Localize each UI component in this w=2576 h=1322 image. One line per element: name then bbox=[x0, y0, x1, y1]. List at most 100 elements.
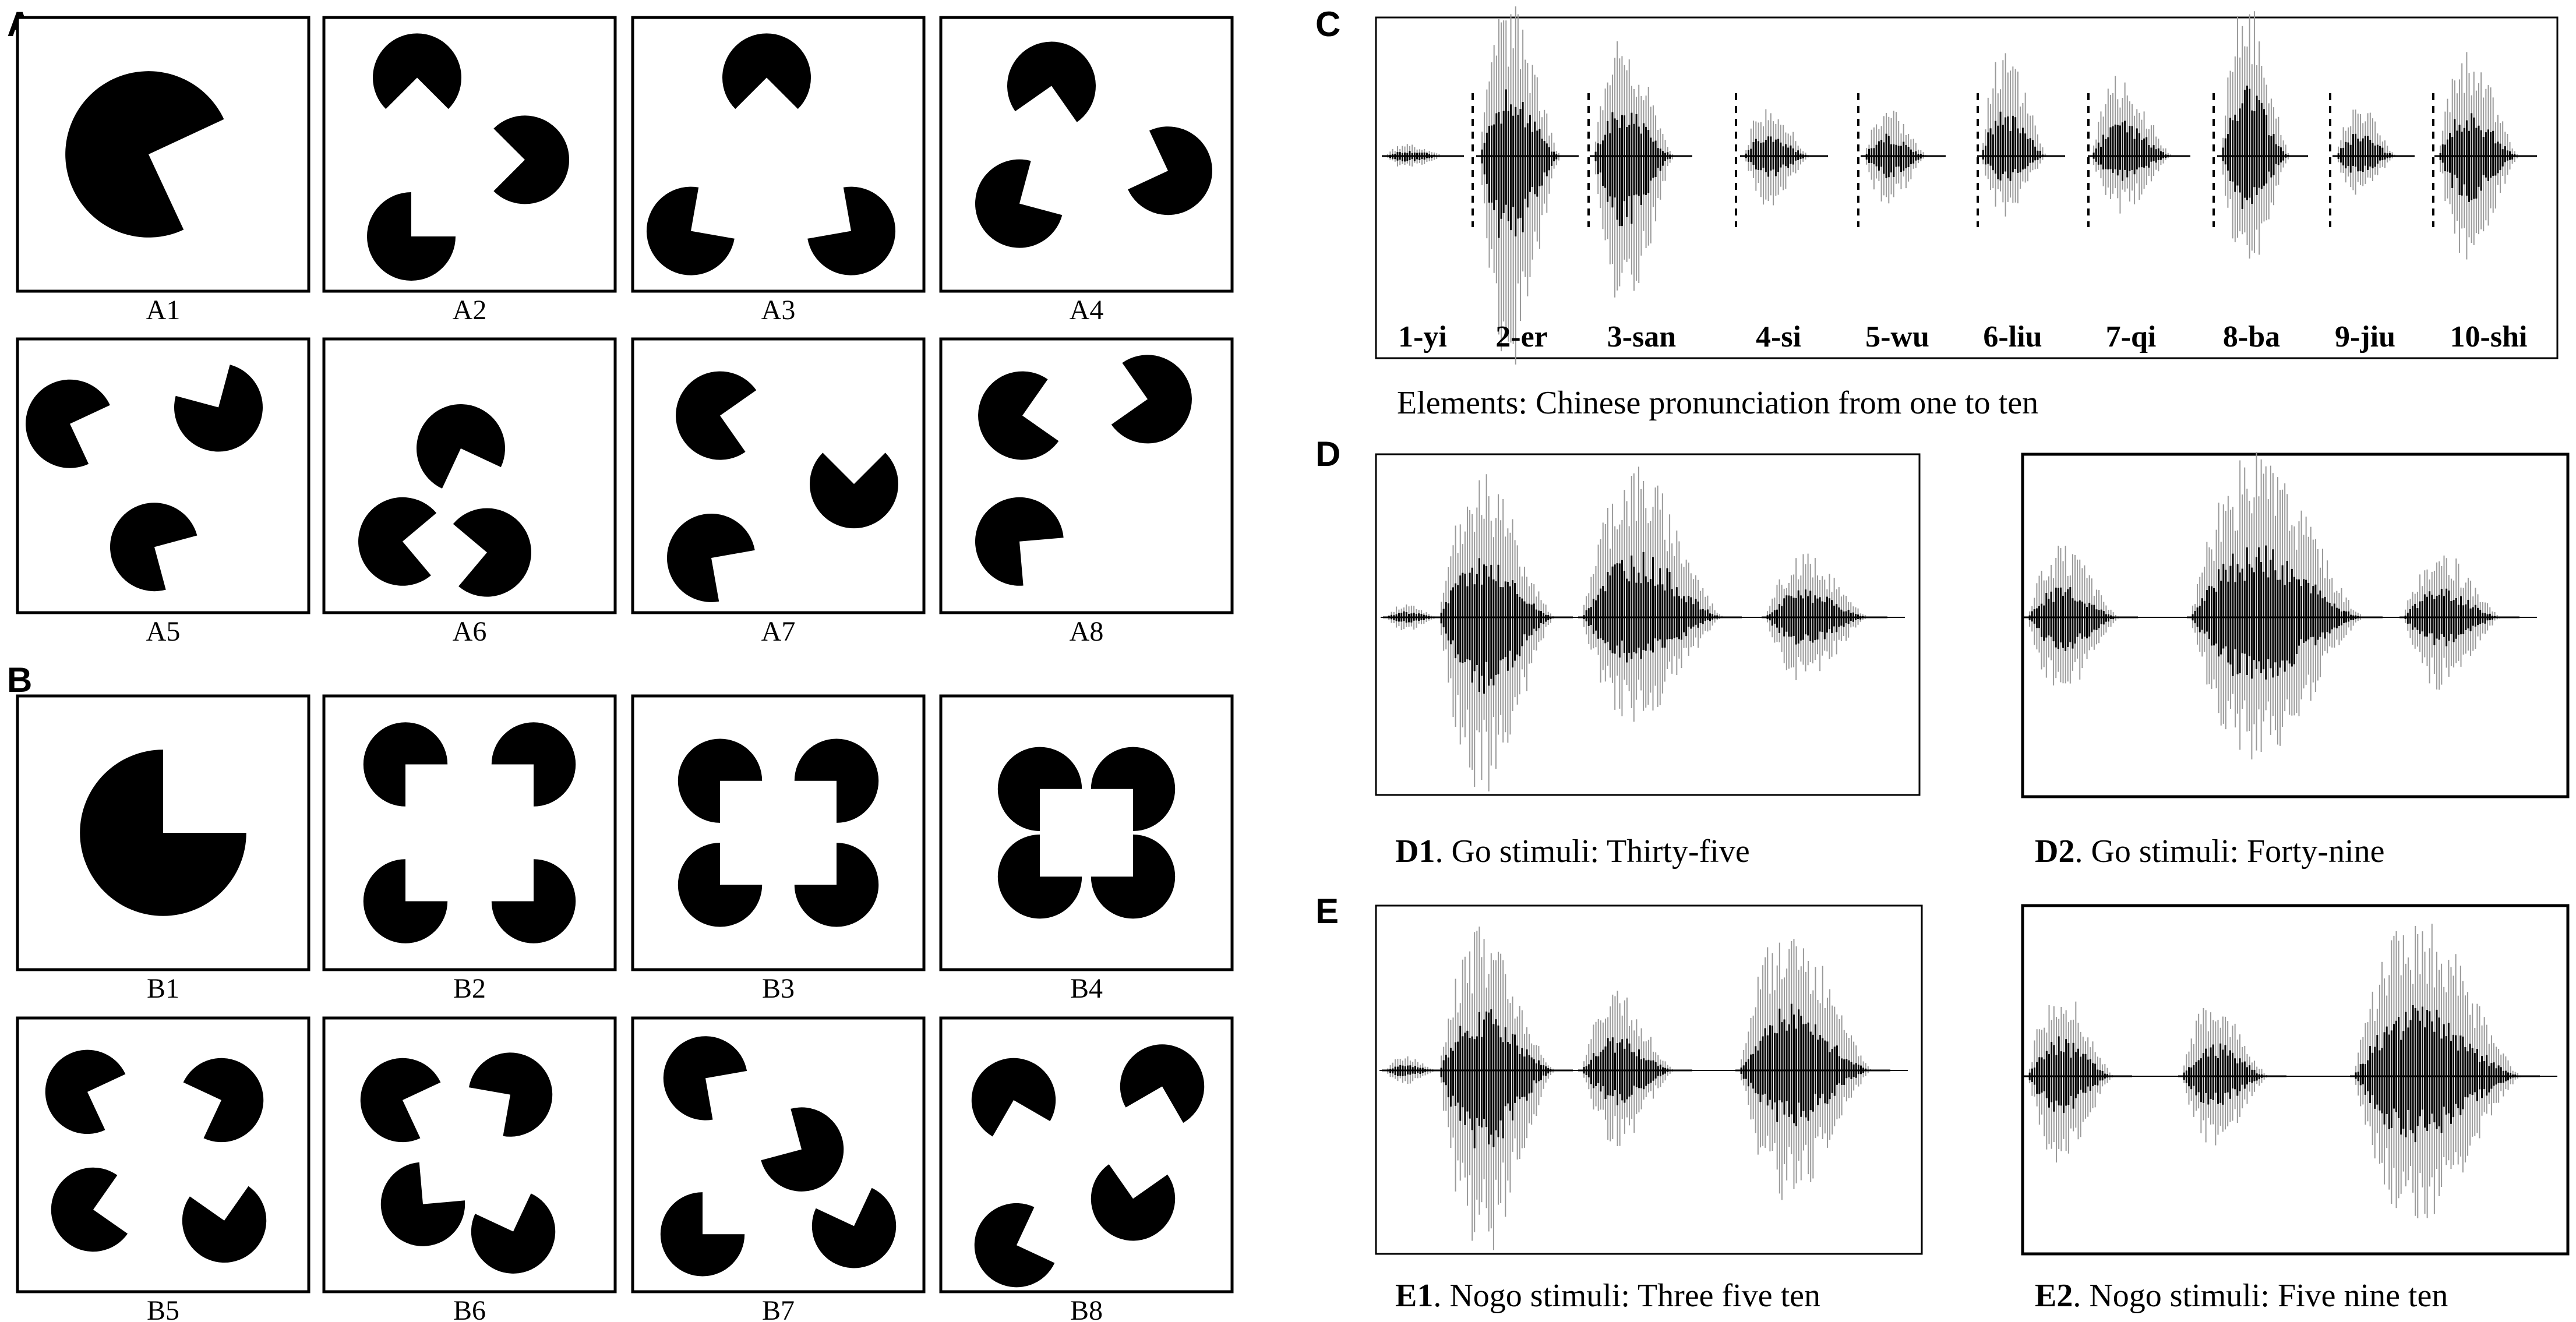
stimulus-caption: B7 bbox=[762, 1295, 795, 1322]
pronunciation-label: 1-yi bbox=[1398, 320, 1447, 354]
pacman-inducer bbox=[666, 513, 755, 602]
stimulus-caption: B2 bbox=[453, 973, 486, 1004]
stimulus-box: B8 bbox=[939, 1016, 1234, 1322]
stimulus-box: B4 bbox=[939, 694, 1234, 1004]
pronunciation-label: 9-jiu bbox=[2335, 320, 2395, 354]
pacman-inducer bbox=[1128, 126, 1212, 215]
pronunciation-label: 5-wu bbox=[1865, 320, 1929, 354]
pacman-inducer bbox=[794, 738, 879, 823]
pacman-inducer bbox=[491, 722, 576, 807]
stimulus-box: A4 bbox=[939, 16, 1234, 326]
pronunciation-label: 3-san bbox=[1607, 320, 1677, 354]
pacman-inducer bbox=[978, 371, 1059, 460]
caption-d1: D1. Go stimuli: Thirty-five bbox=[1395, 833, 1750, 869]
stimulus-box: A3 bbox=[631, 16, 926, 326]
pacman-inducer bbox=[1120, 1044, 1205, 1123]
pacman-inducer bbox=[997, 747, 1082, 831]
stimulus-box: A8 bbox=[939, 337, 1234, 647]
pacman-inducer bbox=[1091, 835, 1176, 919]
pacman-inducer bbox=[807, 186, 896, 275]
pacman-inducer bbox=[110, 503, 197, 592]
pacman-inducer bbox=[660, 1192, 745, 1277]
pacman-inducer bbox=[26, 379, 110, 468]
stimulus-frame bbox=[631, 694, 926, 971]
pacman-inducer bbox=[971, 1058, 1056, 1137]
pacman-inducer bbox=[417, 404, 506, 489]
caption-e2: E2. Nogo stimuli: Five nine ten bbox=[2035, 1278, 2448, 1314]
stimulus-caption: B5 bbox=[147, 1295, 179, 1322]
pacman-inducer bbox=[663, 1036, 747, 1120]
panel-label-d: D bbox=[1315, 434, 1340, 473]
stimulus-frame bbox=[16, 337, 310, 614]
stimulus-frame bbox=[16, 16, 310, 293]
pacman-inducer bbox=[468, 1052, 553, 1137]
stimulus-box: B2 bbox=[322, 694, 617, 1004]
pacman-inducer bbox=[491, 859, 576, 943]
pacman-inducer bbox=[794, 843, 879, 927]
pronunciation-label: 4-si bbox=[1756, 320, 1801, 354]
stimulus-box: A1 bbox=[16, 16, 310, 326]
stimulus-frame bbox=[322, 1016, 617, 1293]
pacman-inducer bbox=[65, 71, 224, 238]
pacman-inducer bbox=[493, 115, 570, 204]
caption-d1-text: . Go stimuli: Thirty-five bbox=[1435, 833, 1749, 869]
pacman-inducer bbox=[677, 843, 763, 927]
pacman-inducer bbox=[174, 365, 263, 452]
pacman-inducer bbox=[676, 371, 757, 460]
stimulus-caption: A3 bbox=[761, 295, 796, 326]
stimulus-box: A2 bbox=[322, 16, 617, 326]
pacman-inducer bbox=[811, 1187, 897, 1268]
stimulus-frame bbox=[322, 694, 617, 971]
stimulus-frame bbox=[322, 337, 617, 614]
pacman-inducer bbox=[975, 159, 1063, 248]
pacman-inducer bbox=[51, 1167, 128, 1252]
pronunciation-label: 10-shi bbox=[2450, 320, 2528, 354]
stimulus-caption: A2 bbox=[453, 295, 487, 326]
pronunciation-label: 8-ba bbox=[2223, 320, 2280, 354]
caption-e2-tag: E2 bbox=[2035, 1278, 2073, 1314]
pacman-inducer bbox=[975, 497, 1064, 586]
stimulus-box: B3 bbox=[631, 694, 926, 1004]
pacman-inducer bbox=[1091, 747, 1176, 831]
pacman-inducer bbox=[453, 508, 531, 597]
waveform-d1 bbox=[1381, 466, 1905, 791]
caption-d2-tag: D2 bbox=[2035, 833, 2074, 869]
pacman-inducer bbox=[373, 33, 461, 109]
panel-label-e: E bbox=[1315, 892, 1339, 931]
stimulus-box: A7 bbox=[631, 337, 926, 647]
pacman-inducer bbox=[646, 186, 735, 275]
pacman-inducer bbox=[183, 1058, 264, 1143]
panel-e: E E1. Nogo stimuli: Three five ten E2. N… bbox=[1315, 892, 2570, 1314]
stimulus-caption: B6 bbox=[453, 1295, 486, 1322]
pacman-inducer bbox=[1091, 1164, 1176, 1241]
stimulus-box: B5 bbox=[16, 1016, 310, 1322]
pacman-inducer bbox=[358, 497, 437, 586]
pacman-inducer bbox=[1111, 355, 1192, 444]
pronunciation-label: 7-qi bbox=[2106, 320, 2157, 354]
pacman-inducer bbox=[380, 1162, 465, 1246]
caption-e2-text: . Nogo stimuli: Five nine ten bbox=[2073, 1278, 2448, 1314]
pacman-inducer bbox=[182, 1186, 267, 1263]
pacman-inducer bbox=[810, 453, 899, 529]
pacman-inducer bbox=[45, 1049, 126, 1134]
panel-label-c: C bbox=[1315, 5, 1340, 44]
stimulus-box: B7 bbox=[631, 1016, 926, 1322]
pacman-inducer bbox=[677, 738, 763, 823]
waveform-frame-e1 bbox=[1375, 904, 1923, 1255]
stimulus-frame bbox=[939, 337, 1234, 614]
stimulus-caption: A5 bbox=[146, 616, 181, 647]
stimulus-caption: B1 bbox=[147, 973, 179, 1004]
waveform-e2 bbox=[2021, 924, 2557, 1218]
pacman-inducer bbox=[974, 1203, 1055, 1288]
panel-d: D D1. Go stimuli: Thirty-five D2 . Go sti… bbox=[1315, 434, 2570, 869]
waveform-frame-c bbox=[1375, 16, 2559, 359]
waveform-frame-d2 bbox=[2021, 453, 2570, 798]
pacman-inducer bbox=[997, 835, 1082, 919]
stimulus-frame bbox=[322, 16, 617, 293]
stimulus-box: A6 bbox=[322, 337, 617, 647]
